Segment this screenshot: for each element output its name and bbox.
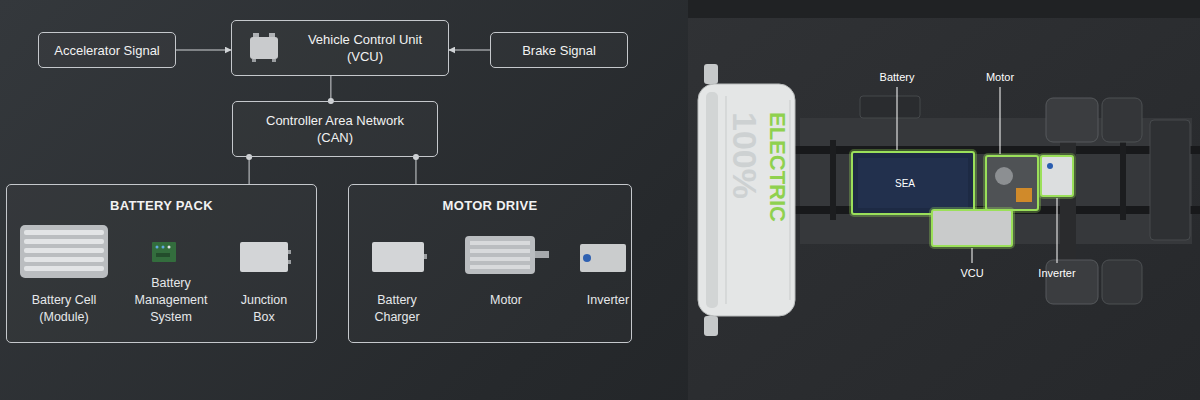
box-text: Accelerator Signal <box>54 42 160 59</box>
connector-line <box>249 157 250 184</box>
motor-photo <box>986 156 1038 210</box>
callout-label: VCU <box>937 267 1007 280</box>
callout-label: Motor <box>965 71 1035 84</box>
component-label: Battery Management System <box>126 275 216 326</box>
vcu-photo <box>932 210 1012 246</box>
component-label: Battery Cell (Module) <box>17 292 112 326</box>
network-box: Controller Area Network (CAN) <box>232 101 438 157</box>
photo-top-band <box>688 0 1200 18</box>
truck-cab <box>698 64 795 336</box>
photo-ground <box>688 0 1200 400</box>
connector-arrow <box>449 50 490 51</box>
battery-logo: SEA <box>885 177 925 190</box>
component-label: Inverter <box>573 292 643 309</box>
group-heading: MOTOR DRIVE <box>443 197 538 214</box>
leader-lines <box>897 87 1057 263</box>
connector-line <box>415 157 416 184</box>
signal-box: Accelerator Signal <box>38 32 176 68</box>
box-text: Vehicle Control Unit (VCU) <box>290 31 440 65</box>
component-label: Battery Charger <box>366 292 428 326</box>
cab-lettering: 100% <box>728 112 762 199</box>
box-text: Controller Area Network (CAN) <box>249 112 421 146</box>
connector-arrow <box>176 50 231 51</box>
control-unit-box: Vehicle Control Unit (VCU) <box>231 20 449 76</box>
component-label: Motor <box>471 292 541 309</box>
box-text: Brake Signal <box>522 42 596 59</box>
connector-line <box>330 76 331 101</box>
battery-pack-photo <box>852 152 974 214</box>
callout-label: Inverter <box>1022 267 1092 280</box>
inverter-photo <box>1041 156 1073 196</box>
callout-label: Battery <box>862 71 932 84</box>
group-heading: BATTERY PACK <box>110 197 213 214</box>
cab-lettering: ELECTRIC <box>766 112 788 222</box>
chassis <box>795 96 1200 304</box>
component-label: Junction Box <box>233 292 295 326</box>
signal-box: Brake Signal <box>490 32 628 68</box>
